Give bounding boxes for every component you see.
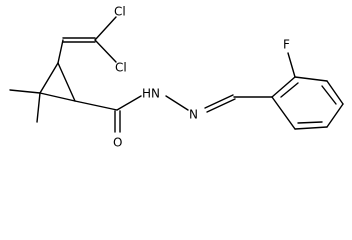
bond-benzene-3 bbox=[326, 80, 344, 105]
bond-benzene-inner-3 bbox=[297, 121, 323, 124]
atom-label-n: N bbox=[189, 108, 198, 122]
bond-benzene-6 bbox=[271, 96, 296, 130]
bond-imine-double-b bbox=[206, 98, 236, 113]
atom-label-o: O bbox=[113, 136, 122, 150]
bond-ring-carbonyl bbox=[74, 100, 118, 111]
bond-benzene-2 bbox=[294, 76, 328, 82]
bond-imine-double-a bbox=[204, 94, 234, 109]
atom-label-cl-top: Cl bbox=[114, 5, 126, 19]
bond-ring-1 bbox=[39, 62, 59, 94]
atom-label-f: F bbox=[283, 38, 290, 52]
bond-nh-n bbox=[165, 95, 189, 111]
hydrazone-chain bbox=[74, 94, 273, 133]
bond-benzene-inner-2 bbox=[321, 85, 337, 105]
bond-ccl-top bbox=[94, 16, 117, 41]
molecule-drawing: Cl Cl HN N O F bbox=[9, 5, 344, 150]
bond-methyl-2 bbox=[36, 92, 41, 123]
bond-vinyl-ring bbox=[57, 39, 64, 64]
bond-ring-2 bbox=[39, 92, 76, 102]
dichlorovinyl-group bbox=[57, 16, 117, 64]
bond-benzene-4 bbox=[326, 103, 344, 128]
structure-diagram: Cl Cl HN N O F bbox=[9, 5, 344, 150]
bond-benzene-1 bbox=[271, 76, 296, 98]
atom-label-cl-bottom: Cl bbox=[115, 61, 127, 75]
bond-benzene-inner-1 bbox=[280, 82, 299, 98]
cyclopropane-ring bbox=[9, 62, 76, 123]
bond-c-f bbox=[287, 52, 296, 78]
bond-carbonyl-nh bbox=[116, 95, 142, 111]
bond-ring-3 bbox=[57, 62, 76, 102]
bond-benzene-5 bbox=[294, 126, 328, 130]
fluorophenyl-ring bbox=[271, 52, 344, 130]
atom-label-nh: HN bbox=[142, 87, 160, 101]
bond-methyl-1 bbox=[9, 89, 41, 94]
bond-ccl-bottom bbox=[94, 39, 117, 63]
